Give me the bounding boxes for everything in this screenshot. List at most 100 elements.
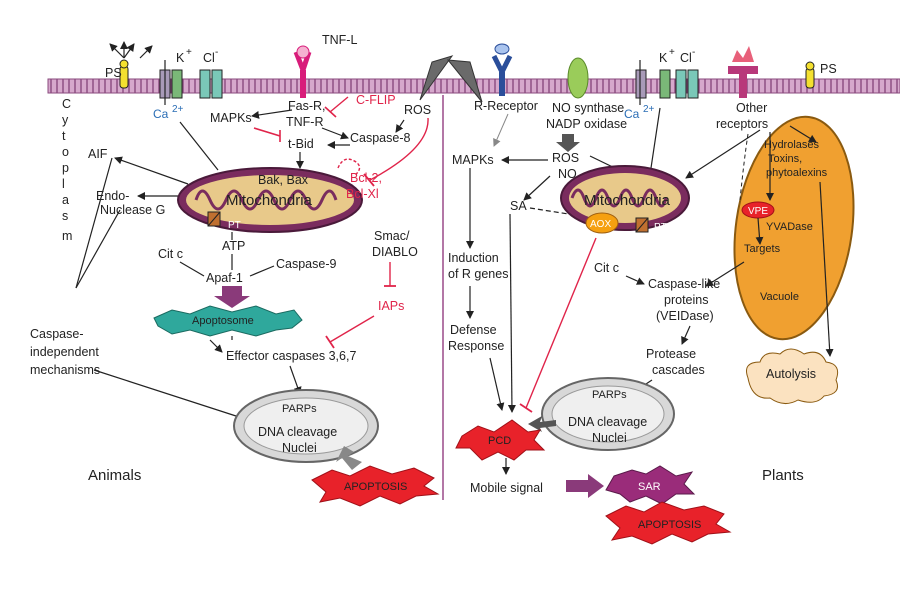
hydrolases-label-2: Toxins,: [768, 153, 802, 165]
vacuole-label: Vacuole: [760, 291, 799, 303]
svg-text:o: o: [62, 145, 69, 159]
sar-label: SAR: [638, 481, 661, 493]
plant-dna-label: DNA cleavage: [568, 415, 647, 429]
inhibit-cflip: [329, 96, 349, 113]
yvadase-label: YVADase: [766, 221, 813, 233]
sa-label: SA: [510, 199, 527, 213]
protease-label-1: Protease: [646, 347, 696, 361]
caspase-indep-label-2: independent: [30, 345, 99, 359]
plant-nuclei-label: Nuclei: [592, 431, 627, 445]
other-receptors-label-1: Other: [736, 101, 767, 115]
arrow-nucleus-pcd: [528, 416, 556, 432]
svg-text:t: t: [62, 129, 66, 143]
k-left-label: K: [176, 51, 185, 65]
tnf-l-label: TNF-L: [322, 33, 357, 47]
k-left-sup: +: [186, 47, 192, 58]
plant-ros-label: ROS: [552, 151, 579, 165]
animals-title: Animals: [88, 467, 141, 484]
animal-nuclei-label: Nuclei: [282, 441, 317, 455]
pcd-burst: [455, 419, 546, 461]
aox-label: AOX: [590, 219, 611, 230]
svg-text:a: a: [62, 193, 69, 207]
arrow-mobile-sar: [566, 474, 604, 498]
induction-label-1: Induction: [448, 251, 499, 265]
arrow-mito-aif: [114, 156, 189, 185]
arrow-ros-caspase8: [395, 119, 405, 133]
bclxl-label: Bcl-Xl: [346, 187, 379, 201]
targets-label: Targets: [744, 243, 781, 255]
animal-nucleus-icon: [233, 389, 379, 463]
defense-label-1: Defense: [450, 323, 497, 337]
cl-right-label: Cl: [680, 51, 692, 65]
other-receptors-label-2: receptors: [716, 117, 768, 131]
other-receptor-icon: [728, 46, 758, 98]
t-bid-label: t-Bid: [288, 137, 314, 151]
endo-label-1: Endo-: [96, 189, 129, 203]
aif-label: AIF: [88, 147, 108, 161]
plant-mitochondria-label: Mitochondria: [584, 192, 671, 209]
arrow-apaf-apoptosome: [214, 286, 250, 308]
apaf1-label: Apaf-1: [206, 271, 243, 285]
fas-r-label: Fas-R,: [288, 99, 326, 113]
plant-citc-label: Cit c: [594, 261, 619, 275]
r-receptor-label: R-Receptor: [474, 99, 538, 113]
plant-nucleus-icon: [541, 377, 675, 451]
ion-channel-left: [159, 60, 223, 105]
fas-receptor-icon: [293, 45, 312, 98]
inhibit-cflip-bar: [324, 106, 337, 118]
sar-burst: [605, 465, 696, 505]
cl-left-label: Cl: [203, 51, 215, 65]
protease-label-2: cascades: [652, 363, 705, 377]
pcd-label: PCD: [488, 435, 511, 447]
atp-label: ATP: [222, 239, 245, 253]
ca-right-label: Ca: [624, 107, 640, 121]
plant-no-label: NO: [558, 167, 577, 181]
c-flip-label: C-FLIP: [356, 93, 396, 107]
r-receptor-icon: [491, 43, 513, 96]
animal-ros-label: ROS: [404, 103, 431, 117]
caspase-indep-label-1: Caspase-: [30, 327, 84, 341]
ion-channel-right: [635, 60, 699, 105]
iaps-label: IAPs: [378, 299, 404, 313]
channel-right-blade: [446, 59, 483, 103]
svg-text:s: s: [62, 209, 68, 223]
autolysis-cloud: [746, 348, 839, 404]
plant-apoptosis-label: APOPTOSIS: [638, 519, 701, 531]
ps-left-icon: [109, 41, 153, 89]
endo-label-2: Nuclease G: [100, 203, 165, 217]
mobile-signal-label: Mobile signal: [470, 481, 543, 495]
ca-right-sup: 2+: [643, 104, 655, 115]
bak-bax-label: Bak, Bax: [258, 173, 309, 187]
arrow-fas-mapks: [251, 109, 293, 119]
channel-left-blade: [419, 55, 454, 101]
no-synthase-icon: [567, 57, 589, 99]
animal-pt-label: PT: [228, 220, 241, 231]
ps-right-icon: [805, 61, 815, 89]
arrow-nucleus-apoptosis: [336, 446, 362, 470]
no-synthase-label: NO synthase: [552, 101, 624, 115]
svg-text:y: y: [62, 113, 69, 127]
animal-parps-label: PARPs: [282, 403, 317, 415]
caspase8-label: Caspase-8: [350, 131, 410, 145]
animal-mitochondria-icon: [177, 167, 363, 233]
animal-apoptosis-burst: [311, 465, 440, 507]
inhibit-mapks-tbid: [253, 127, 281, 137]
nadp-oxidase-label: NADP oxidase: [546, 117, 627, 131]
plant-mitochondria-icon: [560, 165, 690, 234]
svg-text:l: l: [62, 177, 65, 191]
defense-label-2: Response: [448, 339, 504, 353]
hydrolases-label-1: Hydrolases: [764, 139, 820, 151]
ca-left-sup: 2+: [172, 104, 184, 115]
plants-title: Plants: [762, 467, 804, 484]
line-ca-mito: [179, 121, 219, 171]
plant-mapks-label: MAPKs: [452, 153, 494, 167]
effector-caspases-label: Effector caspases 3,6,7: [226, 349, 356, 363]
animal-apoptosis-label: APOPTOSIS: [344, 481, 407, 493]
smac-label-2: DIABLO: [372, 245, 418, 259]
ca-left-label: Ca: [153, 107, 169, 121]
apoptosome-label: Apoptosome: [192, 315, 254, 327]
inhibit-ros-bcl: [369, 117, 429, 181]
caspase-indep-label-3: mechanisms: [30, 363, 100, 377]
caspase-like-label-1: Caspase-like: [648, 277, 720, 291]
k-right-sup: +: [669, 47, 675, 58]
